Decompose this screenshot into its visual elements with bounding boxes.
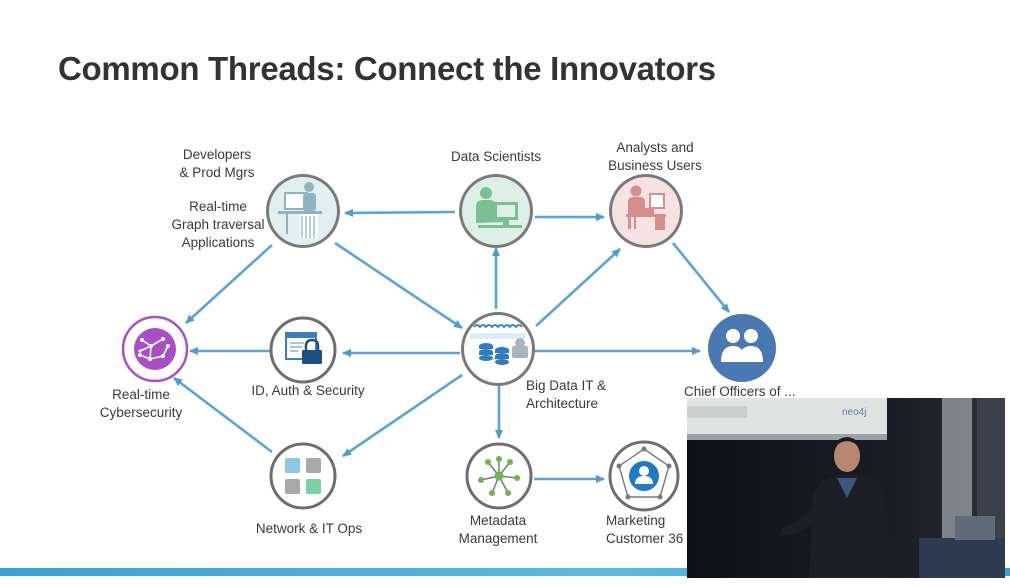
data-lake-icon (470, 324, 528, 365)
node-chief-officers (708, 314, 776, 382)
speaker-video-inset: neo4j (687, 398, 1005, 578)
speaker-body (809, 474, 892, 578)
speaker-head (834, 440, 860, 472)
slide-title: Common Threads: Connect the Innovators (58, 50, 716, 87)
arrow-bigdata-to-analysts (535, 248, 621, 327)
connectors (173, 208, 731, 483)
label-data-scientists: Data Scientists (450, 149, 542, 164)
arrow-analysts-to-chief (671, 242, 731, 313)
node-metadata (465, 442, 533, 510)
label-developers: Developers& Prod Mgrs (179, 147, 255, 180)
node-data-scientists (459, 174, 533, 248)
label-chief-officers: Chief Officers of ... (684, 384, 796, 399)
node-analysts (609, 174, 683, 248)
customer-360-icon (616, 446, 672, 500)
node-cybersecurity (121, 315, 189, 383)
node-marketing (608, 440, 680, 512)
data-scientist-icon (476, 187, 522, 228)
speaker-scene: neo4j (687, 398, 1005, 578)
server-racks-icon (285, 458, 321, 494)
node-big-data (461, 312, 535, 386)
video-screen-logo: neo4j (842, 407, 866, 418)
node-auth-security (269, 316, 337, 384)
slide-footer-bar (0, 568, 1010, 576)
node-developers (266, 174, 340, 248)
lock-icon (285, 332, 322, 364)
arrow-network-to-cyber (173, 376, 273, 454)
executives-icon (721, 329, 763, 362)
laptop-icon (955, 516, 995, 540)
graph-network-icon (478, 456, 520, 496)
analyst-at-desk-icon (626, 185, 666, 230)
label-big-data: Big Data IT &Architecture (526, 378, 607, 411)
label-network-ops: Network & IT Ops (255, 521, 363, 536)
arrow-ds-to-dev (344, 208, 456, 217)
network-globe-icon (134, 328, 176, 370)
arrow-bigdata-to-network (342, 373, 463, 458)
node-network-ops (269, 442, 337, 510)
arrow-dev-to-bigdata (334, 241, 463, 330)
arrow-dev-to-cyber (185, 244, 273, 324)
developer-at-desk-icon (278, 182, 322, 238)
label-auth-security: ID, Auth & Security (251, 383, 365, 398)
